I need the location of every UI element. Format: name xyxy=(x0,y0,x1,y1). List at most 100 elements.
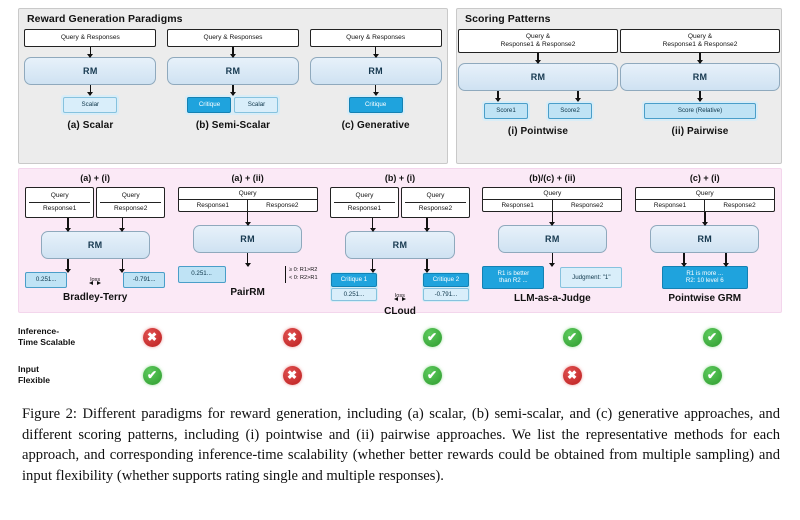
output-halo: Score (Relative) xyxy=(642,101,758,121)
method-combo: (b) + (i) xyxy=(384,173,416,183)
paradigm-panel-semi-scalar: Query & Responses RM Critique Scalar (b)… xyxy=(166,29,299,131)
output-row: Score1 Score2 xyxy=(482,101,594,121)
condition-line-2: < 0: R2>R1 xyxy=(288,275,318,282)
response-label: Response2 xyxy=(100,202,162,213)
check-icon: ✔ xyxy=(702,327,722,347)
cross-icon: ✖ xyxy=(142,327,162,347)
output-critique: Critique xyxy=(187,97,232,113)
output-score-relative: Score (Relative) xyxy=(644,103,756,119)
loss-connector: loss xyxy=(70,277,120,286)
response1-label: Response1 xyxy=(179,200,249,211)
arrow-pair xyxy=(345,259,454,273)
output-row: 0.251... ≥ 0: R1>R2 < 0: R2>R1 xyxy=(177,266,318,283)
cell-flexible-pairrm: ✖ xyxy=(222,365,362,385)
critique-line-2: than R2 ... xyxy=(499,277,528,285)
arrow-pair xyxy=(41,218,150,232)
cell-scalable-pointwise-grm: ✔ xyxy=(642,327,782,347)
arrow-down xyxy=(89,47,92,58)
response-label: Response1 xyxy=(333,202,395,213)
cross-icon: ✖ xyxy=(562,365,582,385)
output-halo: Critique Scalar xyxy=(185,95,281,115)
output-score2: Score2 xyxy=(548,103,592,119)
input-line-1: Query & xyxy=(687,33,713,40)
input-merged: Query Response1 Response2 xyxy=(177,187,318,212)
output-halo-left: Critique 1 0.251... xyxy=(329,272,378,303)
arrow-down xyxy=(121,259,124,273)
arrow-down xyxy=(497,91,499,102)
input-split: Query Response1 Query Response2 xyxy=(329,187,470,219)
output-halo: Critique xyxy=(346,95,405,115)
response1-label: Response1 xyxy=(636,200,706,211)
reward-generation-paradigms-box: Reward Generation Paradigms Query & Resp… xyxy=(18,8,448,164)
comparison-cells: ✖ ✖ ✔ ✔ ✔ ✔ ✖ ✔ ✖ ✔ xyxy=(82,318,782,394)
output-scalar: Scalar xyxy=(234,97,279,113)
check-icon: ✔ xyxy=(562,327,582,347)
output-scalar: Scalar xyxy=(63,97,118,113)
row-label-input-flexible: Input Flexible xyxy=(18,364,82,386)
output-grm: R1 is more ... R2: 10 level 6 xyxy=(661,266,748,289)
cell-flexible-llm-as-a-judge: ✖ xyxy=(502,365,642,385)
input-split: Query Response1 Query Response2 xyxy=(25,187,166,219)
response-label: Response2 xyxy=(404,202,466,213)
query-label: Query xyxy=(483,188,622,200)
condition-box: ≥ 0: R1>R2 < 0: R2>R1 xyxy=(284,266,318,283)
check-icon: ✔ xyxy=(422,327,442,347)
cell-scalable-pairrm: ✖ xyxy=(222,327,362,347)
scoring-panels: Query & Response1 & Response2 RM Score1 xyxy=(457,29,781,163)
check-icon: ✔ xyxy=(142,365,162,385)
scoring-panel-pairwise: Query & Response1 & Response2 RM Score (… xyxy=(620,29,780,137)
output-critique-right: Critique 2 xyxy=(422,273,469,287)
table-row: ✔ ✖ ✔ ✖ ✔ xyxy=(82,365,782,385)
cell-flexible-bradley-terry: ✔ xyxy=(82,365,222,385)
rm-box: RM xyxy=(40,231,150,260)
method-panel-pairrm: (a) + (ii) Query Response1 Response2 RM … xyxy=(177,173,318,298)
response-row: Response1 Response2 xyxy=(179,200,317,211)
arrow-down xyxy=(537,53,539,64)
grm-line-2: R2: 10 level 6 xyxy=(685,277,724,285)
method-panel-llm-as-a-judge: (b)/(c) + (ii) Query Response1 Response2… xyxy=(482,173,623,304)
critique-line-1: R1 is better xyxy=(497,270,530,277)
figure-caption: Figure 2: Different paradigms for reward… xyxy=(22,406,780,485)
loss-connector: loss xyxy=(381,293,419,302)
arrow-down xyxy=(246,253,249,266)
query-label: Query xyxy=(121,192,140,199)
response-row: Response1 Response2 xyxy=(636,200,774,211)
arrow-down xyxy=(232,85,234,96)
arrow-pair xyxy=(458,91,618,102)
output-critique: Critique xyxy=(348,97,403,113)
paradigms-panels: Query & Responses RM Scalar (a) Scalar Q… xyxy=(19,29,447,163)
input-box: Query & Responses xyxy=(166,29,299,48)
comparison-table: Inference- Time Scalable Input Flexible … xyxy=(18,318,782,394)
output-row: R1 is better than R2 ... Judgment: "1" xyxy=(482,266,623,289)
table-row: ✖ ✖ ✔ ✔ ✔ xyxy=(82,327,782,347)
input-merged: Query Response1 Response2 xyxy=(482,187,623,212)
rm-box: RM xyxy=(458,63,618,92)
paradigm-panel-generative: Query & Responses RM Critique (c) Genera… xyxy=(309,29,442,131)
arrow-down xyxy=(724,253,727,266)
response-label: Response1 xyxy=(29,202,91,213)
input-line-2: Response1 & Response2 xyxy=(500,41,576,49)
method-name: PairRM xyxy=(230,286,265,298)
query-label: Query xyxy=(355,192,374,199)
scoring-label: (ii) Pairwise xyxy=(671,125,729,137)
scoring-patterns-box: Scoring Patterns Query & Response1 & Res… xyxy=(456,8,782,164)
response1-label: Response1 xyxy=(483,200,553,211)
rm-box: RM xyxy=(166,57,299,86)
response2-label: Response2 xyxy=(570,202,604,209)
comparison-row-labels: Inference- Time Scalable Input Flexible xyxy=(18,318,82,394)
label-line-1: Inference- xyxy=(18,325,60,336)
output-score-right: -0.791... xyxy=(422,287,469,302)
input-box-left: Query Response1 xyxy=(329,187,399,219)
arrow-pair xyxy=(345,218,454,232)
label-line-2: Flexible xyxy=(18,375,50,385)
input-box-left: Query Response1 xyxy=(25,187,95,219)
output-row: Critique 1 0.251... loss Critique 2 -0.7… xyxy=(329,272,470,303)
cell-scalable-cloud: ✔ xyxy=(362,327,502,347)
label-line-1: Input xyxy=(18,363,39,374)
rm-box: RM xyxy=(497,225,607,253)
arrow-down xyxy=(699,53,701,64)
loss-label: loss xyxy=(394,293,405,300)
output-halo-right: Critique 2 -0.791... xyxy=(421,272,470,303)
query-label: Query xyxy=(50,192,69,199)
